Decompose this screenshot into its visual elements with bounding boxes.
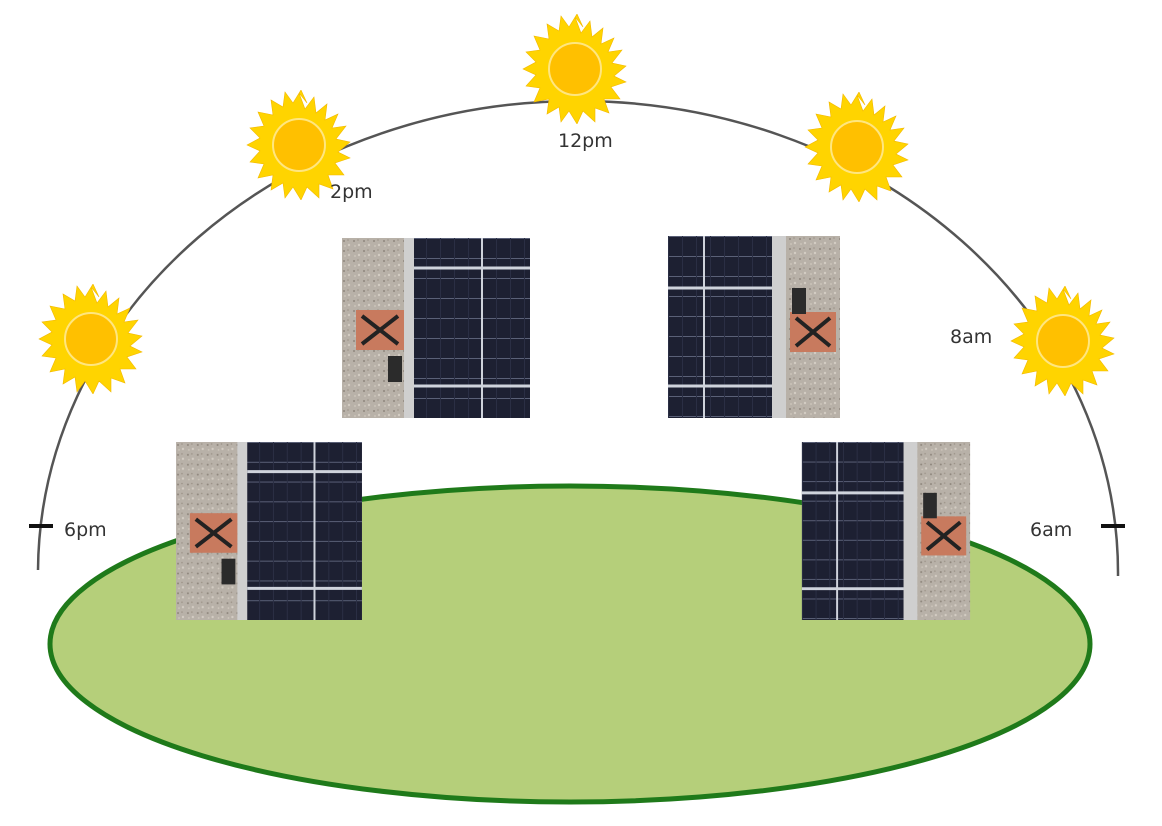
label-6pm: 6pm xyxy=(64,519,107,541)
sun-6pm-icon xyxy=(38,284,143,394)
panel-photo-6am xyxy=(800,442,972,620)
panel-photo-2pm xyxy=(342,238,530,418)
label-2pm: 2pm xyxy=(330,181,373,203)
label-12pm: 12pm xyxy=(558,130,613,152)
sun-8am-icon xyxy=(1010,286,1115,396)
sun-10am-icon xyxy=(804,92,909,202)
panel-photo-10am xyxy=(668,236,840,418)
sun-12pm-icon xyxy=(522,14,627,124)
label-6am: 6am xyxy=(1030,519,1072,541)
label-8am: 8am xyxy=(950,326,992,348)
panel-photo-6pm xyxy=(176,442,362,620)
